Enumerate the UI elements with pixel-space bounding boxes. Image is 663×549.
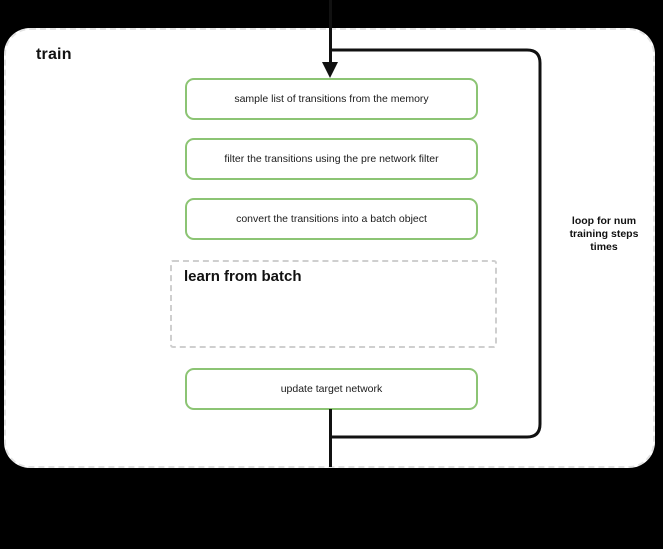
loop-caption-line-3: times xyxy=(590,240,618,253)
outbound-flow-line xyxy=(329,409,332,467)
loop-caption-line-1: loop for num xyxy=(571,215,637,227)
step-label: sample list of transitions from the memo… xyxy=(234,92,429,105)
loop-caption-line-2: training steps xyxy=(569,227,639,240)
step-box-convert[interactable]: convert the transitions into a batch obj… xyxy=(185,198,478,240)
step-label: update target network xyxy=(280,382,383,395)
step-label: convert the transitions into a batch obj… xyxy=(236,212,427,225)
subblock-label: learn from batch xyxy=(184,268,302,285)
subblock-learn-from-batch[interactable]: learn from batch xyxy=(170,260,497,348)
step-box-filter[interactable]: filter the transitions using the pre net… xyxy=(185,138,478,180)
step-label: filter the transitions using the pre net… xyxy=(224,152,439,165)
step-box-sample[interactable]: sample list of transitions from the memo… xyxy=(185,78,478,120)
inbound-flow-line xyxy=(329,0,332,68)
page-title: train xyxy=(36,46,72,63)
step-box-update[interactable]: update target network xyxy=(185,368,478,410)
arrowhead-icon xyxy=(322,62,338,78)
loop-caption: loop for num training steps times xyxy=(546,215,662,253)
